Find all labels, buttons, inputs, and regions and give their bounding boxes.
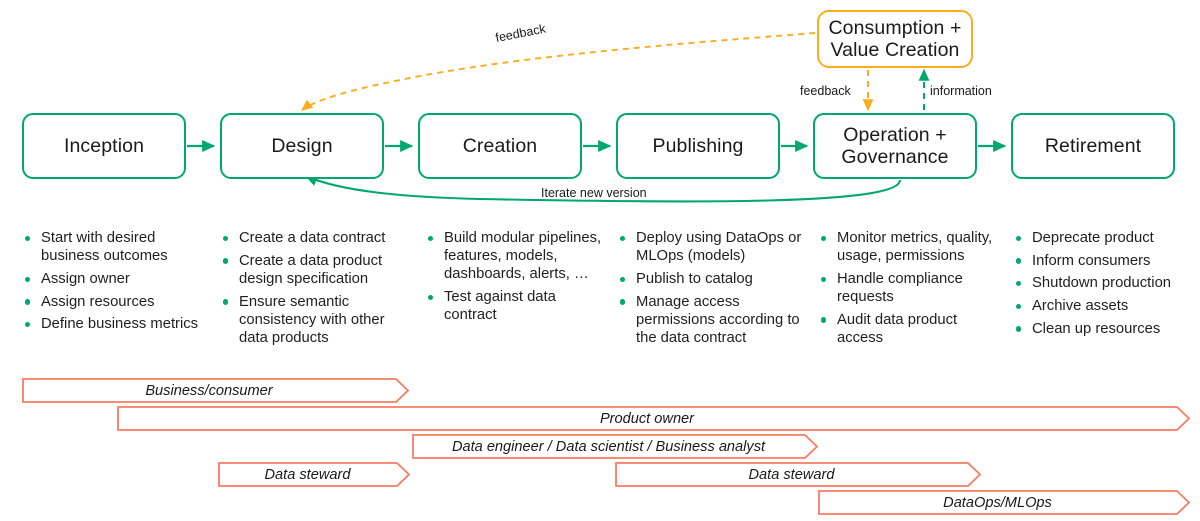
edge-label-iterate: Iterate new version (541, 186, 647, 200)
role-bar-label: Business/consumer (145, 382, 273, 399)
bullet-item: Publish to catalog (617, 270, 807, 288)
role-bar-label: Data steward (264, 466, 351, 483)
stage-consumption-value-creation[interactable]: Consumption + Value Creation (817, 10, 973, 68)
bullet-item: Test against data contract (425, 288, 610, 324)
role-bar-label: DataOps/MLOps (943, 494, 1052, 511)
bullet-item: Define business metrics (22, 315, 207, 333)
bullet-item: Monitor metrics, quality, usage, permiss… (818, 229, 1000, 265)
stage-creation[interactable]: Creation (418, 113, 582, 179)
bullet-item: Manage access permissions according to t… (617, 293, 807, 348)
role-bar-label: Data steward (748, 466, 835, 483)
bullet-item: Shutdown production (1013, 274, 1193, 292)
bullet-item: Deprecate product (1013, 229, 1193, 247)
edge-label-feedback-down: feedback (800, 84, 851, 98)
role-bar-product-owner[interactable]: Product owner (117, 406, 1191, 431)
stage-retirement[interactable]: Retirement (1011, 113, 1175, 179)
role-bar-dataops-mlops[interactable]: DataOps/MLOps (818, 490, 1191, 515)
bullet-item: Assign owner (22, 270, 207, 288)
bullet-column-publishing: Deploy using DataOps or MLOps (models) P… (617, 229, 807, 352)
bullet-item: Create a data product design specificati… (220, 252, 410, 288)
bullet-item: Assign resources (22, 293, 207, 311)
edge-label-feedback-top: feedback (494, 21, 547, 45)
bullet-column-inception: Start with desired business outcomes Ass… (22, 229, 207, 338)
role-bar-data-steward-late[interactable]: Data steward (615, 462, 982, 487)
role-bar-data-steward-early[interactable]: Data steward (218, 462, 411, 487)
bullet-item: Start with desired business outcomes (22, 229, 207, 265)
role-bar-data-engineer-scientist-analyst[interactable]: Data engineer / Data scientist / Busines… (412, 434, 819, 459)
bullet-item: Handle compliance requests (818, 270, 1000, 306)
stage-operation-governance[interactable]: Operation + Governance (813, 113, 977, 179)
bullet-item: Build modular pipelines, features, model… (425, 229, 610, 284)
bullet-item: Deploy using DataOps or MLOps (models) (617, 229, 807, 265)
stage-design[interactable]: Design (220, 113, 384, 179)
bullet-item: Ensure semantic consistency with other d… (220, 293, 410, 348)
bullet-column-creation: Build modular pipelines, features, model… (425, 229, 610, 329)
bullet-item: Clean up resources (1013, 320, 1193, 338)
role-bar-label: Product owner (599, 410, 695, 427)
bullet-item: Archive assets (1013, 297, 1193, 315)
edge-label-information: information (930, 84, 992, 98)
stage-publishing[interactable]: Publishing (616, 113, 780, 179)
bullet-item: Audit data product access (818, 311, 1000, 347)
stage-inception[interactable]: Inception (22, 113, 186, 179)
feedback-arrow-long (301, 32, 816, 111)
role-bar-business-consumer[interactable]: Business/consumer (22, 378, 410, 403)
bullet-column-design: Create a data contract Create a data pro… (220, 229, 410, 352)
bullet-item: Inform consumers (1013, 252, 1193, 270)
bullet-column-retirement: Deprecate product Inform consumers Shutd… (1013, 229, 1193, 343)
bullet-item: Create a data contract (220, 229, 410, 247)
bullet-column-operation: Monitor metrics, quality, usage, permiss… (818, 229, 1000, 352)
role-bar-label: Data engineer / Data scientist / Busines… (451, 438, 766, 455)
